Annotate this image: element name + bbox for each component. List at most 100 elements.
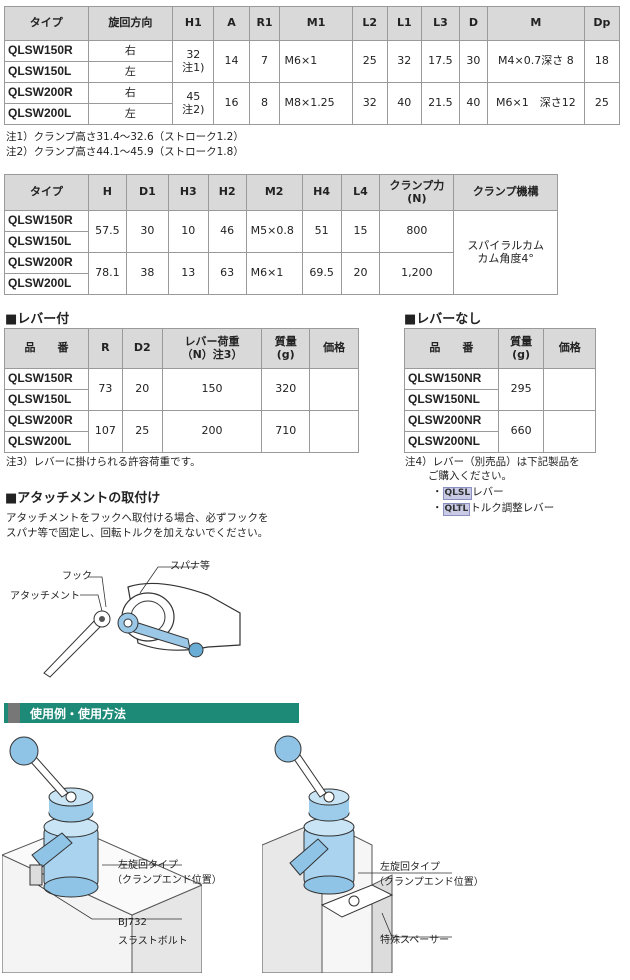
header-d2: D2: [121, 328, 163, 369]
table-cell-r: 107: [87, 410, 123, 453]
right-label-type: 左旋回タイプ: [380, 862, 440, 873]
table-row-code: QLSW200NR: [404, 410, 499, 432]
attachment-text-2: スパナ等で固定し、回転トルクを加えないでください。: [6, 527, 269, 539]
usage-figure-left: [2, 736, 202, 973]
header-h4: H4: [301, 174, 342, 211]
table-cell-l2: 25: [351, 40, 388, 83]
header-a: A: [213, 6, 250, 41]
header-h1: H1: [172, 6, 215, 41]
header-l1: L1: [386, 6, 422, 41]
table-cell-price: [309, 368, 359, 411]
table-cell-mass: 710: [261, 410, 311, 453]
table-cell-price: [543, 368, 596, 411]
table-row-code: QLSW200R: [4, 252, 89, 274]
mass-label: 質量: [510, 334, 533, 348]
table-cell-m1: M8×1.25: [279, 82, 353, 125]
header-mass: 質量(g): [497, 328, 545, 369]
table-cell-l1: 40: [386, 82, 422, 125]
header-r1: R1: [248, 6, 281, 41]
table-row-code: QLSW150L: [4, 231, 89, 253]
header-mechanism: クランプ機構: [453, 174, 558, 211]
table-row-code: QLSW150L: [4, 61, 89, 83]
table-cell-direction: 右: [87, 40, 174, 62]
spec-table-2: タイプ H D1 H3 H2 M2 H4 L4 クランプ力(N) クランプ機構 …: [4, 174, 558, 295]
qltl-tag: QLTL: [442, 503, 471, 516]
h1-note: 注1): [182, 60, 205, 74]
table-cell-d2: 20: [121, 368, 163, 411]
attachment-illustration: [43, 610, 111, 678]
header-h2: H2: [207, 174, 247, 211]
lever-without-table: 品 番 質量(g) 価格 QLSW150NR 295 QLSW150NL QLS…: [404, 328, 596, 453]
header-m2: M2: [245, 174, 303, 211]
clamp-force-unit: (N): [407, 191, 427, 205]
table-cell-direction: 右: [87, 82, 174, 104]
table-cell-m2: M5×0.8: [245, 210, 303, 253]
right-label-spacer: 特殊スペーサー: [380, 935, 450, 946]
label-spanner: スパナ等: [170, 561, 210, 572]
table-cell-d: 40: [459, 82, 488, 125]
header-m: M: [486, 6, 585, 41]
note-3: 注3）レバーに掛けられる許容荷重です。: [6, 456, 201, 468]
header-l4: L4: [340, 174, 381, 211]
table-row-code: QLSW200NL: [404, 431, 499, 453]
table-cell-h3: 13: [167, 252, 209, 295]
table-cell-h3: 10: [167, 210, 209, 253]
note-2: 注2）クランプ高さ44.1～45.9（ストローク1.8）: [6, 146, 244, 158]
qlsl-tag: QLSL: [442, 487, 473, 500]
table-cell-mechanism: スパイラルカムカム角度4°: [453, 210, 558, 295]
note-4-line-2: ご購入ください。: [428, 470, 512, 482]
header-m1: M1: [279, 6, 353, 41]
attachment-text-1: アタッチメントをフックへ取付ける場合、必ずフックを: [6, 512, 269, 524]
usage-figure-right: [262, 735, 452, 973]
table-cell-h4: 51: [301, 210, 342, 253]
table-cell-mass: 320: [261, 368, 311, 411]
table-row-code: QLSW150R: [4, 210, 89, 232]
table-cell-l3: 17.5: [420, 40, 461, 83]
left-label-type: 左旋回タイプ: [118, 860, 178, 871]
table-row-code: QLSW200L: [4, 431, 89, 453]
table-cell-h2: 63: [207, 252, 247, 295]
table-cell-a: 14: [213, 40, 250, 83]
header-price: 価格: [309, 328, 359, 369]
table-cell-l1: 32: [386, 40, 422, 83]
header-l3: L3: [420, 6, 461, 41]
spec-table-1: タイプ 旋回方向 H1 A R1 M1 L2 L1 L3 D M Dp QLSW…: [4, 6, 621, 125]
table-row-code: QLSW200L: [4, 273, 89, 295]
table-row-code: QLSW200R: [4, 410, 89, 432]
table-row-code: QLSW150NL: [404, 389, 499, 411]
header-r: R: [87, 328, 123, 369]
usage-section-band: [4, 703, 299, 723]
table-cell-h: 57.5: [87, 210, 127, 253]
table-cell-m: M6×1 深さ12: [486, 82, 585, 125]
table-row-code: QLSW150L: [4, 389, 89, 411]
label-hook: フック: [62, 571, 92, 582]
header-lever-load: レバー荷重（N）注3）: [161, 328, 263, 369]
usage-section-marker: [8, 703, 20, 723]
table-cell-dp: 18: [583, 40, 621, 83]
h1-value: 32: [186, 47, 201, 61]
clamp-force-label: クランプ力: [389, 178, 445, 192]
note-1: 注1）クランプ高さ31.4～32.6（ストローク1.2）: [6, 131, 244, 143]
header-h3: H3: [167, 174, 209, 211]
table-cell-price: [543, 410, 596, 453]
left-label-position: （クランプエンド位置）: [112, 875, 222, 886]
table-cell-l2: 32: [351, 82, 388, 125]
table-cell-h2: 46: [207, 210, 247, 253]
attachment-figure: [43, 566, 241, 678]
table-cell-h: 78.1: [87, 252, 127, 295]
header-clamp-force: クランプ力(N): [379, 174, 455, 211]
table-cell-m1: M6×1: [279, 40, 353, 83]
table-cell-r1: 8: [248, 82, 281, 125]
table-cell-a: 16: [213, 82, 250, 125]
table-cell-load: 200: [161, 410, 263, 453]
h1-note: 注2): [182, 102, 205, 116]
table-cell-d: 30: [459, 40, 488, 83]
header-mass: 質量(g): [261, 328, 311, 369]
attachment-heading: ■アタッチメントの取付け: [5, 491, 161, 506]
mass-unit: (g): [512, 347, 531, 361]
table-row-code: QLSW150R: [4, 368, 89, 390]
header-part-number: 品 番: [404, 328, 499, 369]
